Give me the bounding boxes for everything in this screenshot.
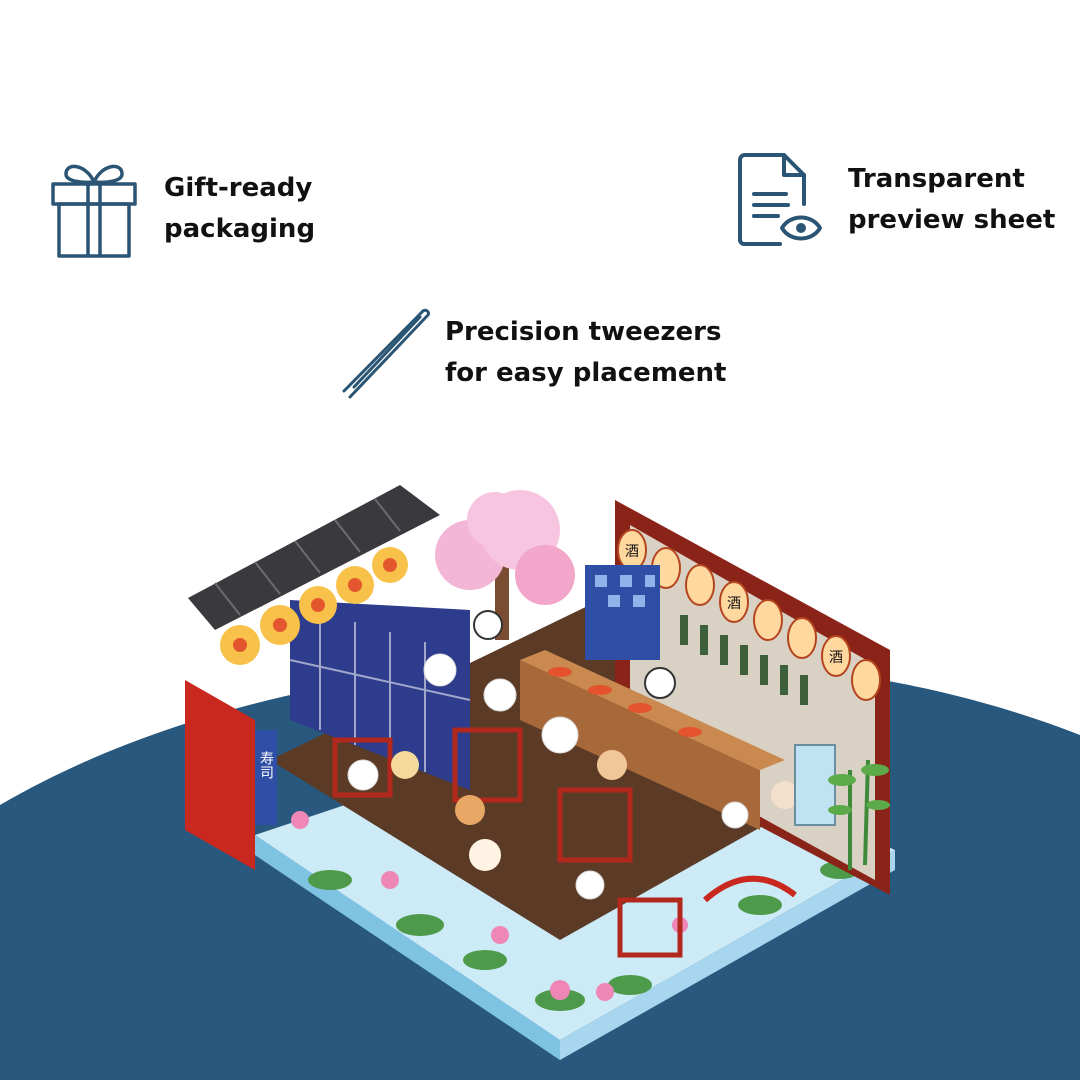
left-red-panel (185, 680, 255, 870)
feature-preview-line1: Transparent (848, 164, 1025, 194)
lantern-text: 酒 (625, 544, 639, 560)
feature-tweezers-label: Precision tweezers for easy placement (445, 312, 726, 394)
feature-gift-line1: Gift-ready (164, 173, 313, 203)
lily-pads (308, 861, 860, 1011)
red-bridge (703, 875, 797, 903)
feature-gift-line2: packaging (164, 214, 316, 244)
document-eye-icon (738, 153, 822, 246)
bottle-shelf (680, 615, 808, 705)
feature-preview-sheet: Transparent preview sheet (738, 152, 1055, 248)
feature-gift-ready: Gift-ready packaging (50, 160, 315, 258)
bamboo-plant (848, 759, 870, 870)
feature-tweezers: Precision tweezers for easy placement (340, 305, 726, 401)
sake-lanterns (617, 529, 881, 701)
characters (347, 610, 799, 900)
partition-screens (332, 727, 683, 958)
shop-sign (255, 730, 277, 825)
tiled-roof (188, 485, 440, 630)
drink-fridge (794, 744, 836, 826)
feature-tweezers-line2: for easy placement (445, 358, 727, 388)
lantern-text: 酒 (727, 596, 741, 612)
lantern-text: 酒 (829, 650, 843, 666)
feature-tweezers-line1: Precision tweezers (445, 317, 722, 347)
lotus-flowers (291, 811, 688, 1001)
sushi-counter (520, 660, 760, 830)
gift-box-icon (51, 164, 137, 258)
tweezers-icon (342, 308, 430, 399)
feature-preview-label: Transparent preview sheet (848, 159, 1055, 241)
feature-preview-line2: preview sheet (848, 205, 1056, 235)
sushi-plates (548, 667, 702, 737)
feature-gift-label: Gift-ready packaging (164, 168, 315, 250)
shop-sign-text: 寿司 (258, 750, 274, 779)
